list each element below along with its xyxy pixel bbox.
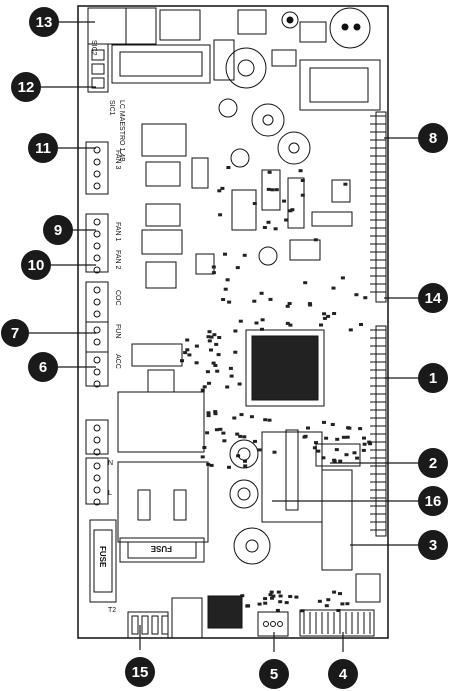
silk-fan3: FAN 3 xyxy=(114,150,121,170)
callout-badge-8: 8 xyxy=(418,123,448,153)
callout-badge-5: 5 xyxy=(259,659,289,689)
callout-badge-12: 12 xyxy=(11,72,41,102)
left-connector-blocks xyxy=(85,141,109,505)
silk-sic1: SIC1 xyxy=(108,100,115,116)
callout-lines xyxy=(26,21,420,652)
callout-label-5: 5 xyxy=(270,666,278,683)
silk-t2: T2 xyxy=(108,607,116,614)
callout-label-11: 11 xyxy=(35,140,51,157)
callout-label-8: 8 xyxy=(429,130,437,147)
capacitors xyxy=(218,98,311,266)
lower-components xyxy=(117,343,361,571)
callout-label-6: 6 xyxy=(39,359,47,376)
right-connector-pins xyxy=(370,115,386,531)
callout-badge-14: 14 xyxy=(418,283,448,313)
silk-acc: ACC xyxy=(114,354,121,369)
callout-badge-10: 10 xyxy=(21,250,51,280)
callout-label-13: 13 xyxy=(36,14,53,31)
callout-badge-11: 11 xyxy=(28,133,58,163)
callout-badge-1: 1 xyxy=(418,363,448,393)
callout-badge-6: 6 xyxy=(28,352,58,382)
callout-label-3: 3 xyxy=(429,537,437,554)
callout-label-12: 12 xyxy=(18,79,35,96)
silk-l: L xyxy=(108,490,112,497)
callout-label-15: 15 xyxy=(132,664,149,681)
callout-label-4: 4 xyxy=(339,666,348,683)
silk-fuse-box: FUSE xyxy=(150,544,172,553)
callout-badge-7: 7 xyxy=(1,319,29,347)
silk-sic2: SIC2 xyxy=(90,40,97,56)
callout-label-14: 14 xyxy=(425,290,442,307)
silk-version: LC MAESTRO 1.4B xyxy=(118,100,125,162)
callout-badge-15: 15 xyxy=(125,657,155,687)
callout-badge-13: 13 xyxy=(29,7,59,37)
callout-badge-3: 3 xyxy=(418,530,448,560)
main-mcu xyxy=(245,329,325,407)
relay-block-top xyxy=(111,39,381,111)
silk-fuse-vertical: FUSE xyxy=(98,546,107,568)
ic-cluster xyxy=(231,169,353,261)
callout-badge-2: 2 xyxy=(418,448,448,478)
left-connector-strip-top xyxy=(87,43,109,93)
silk-coc: COC xyxy=(114,290,121,306)
board-outline xyxy=(77,5,389,639)
fuse-holders xyxy=(89,519,205,603)
bottom-connectors xyxy=(127,573,381,639)
left-connector-pins xyxy=(93,146,101,506)
middle-relays xyxy=(141,123,215,289)
silk-n: N xyxy=(108,460,113,467)
bottom-pins xyxy=(131,612,371,635)
callout-label-9: 9 xyxy=(54,222,62,239)
callout-label-10: 10 xyxy=(28,257,45,274)
silk-fan2: FAN 2 xyxy=(114,250,121,270)
right-connector-bank xyxy=(375,111,387,537)
callout-label-2: 2 xyxy=(429,455,437,472)
ic-cluster-dots xyxy=(180,166,373,613)
silk-fan1: FAN 1 xyxy=(114,222,121,242)
callout-label-1: 1 xyxy=(429,370,437,387)
callout-label-16: 16 xyxy=(425,493,442,510)
callout-label-7: 7 xyxy=(11,325,19,342)
callout-badge-9: 9 xyxy=(43,215,73,245)
callout-badge-16: 16 xyxy=(418,486,448,516)
silk-fun: FUN xyxy=(114,324,121,338)
callout-badge-4: 4 xyxy=(328,659,358,689)
